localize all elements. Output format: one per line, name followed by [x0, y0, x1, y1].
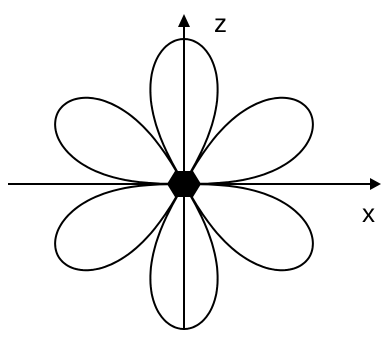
- center-hexagon: [167, 171, 201, 197]
- arrow-right-icon: [370, 178, 381, 190]
- x-axis-label: x: [362, 198, 375, 228]
- lobe-4: [54, 183, 185, 272]
- lobe-1: [183, 96, 314, 185]
- lobes-group: [54, 38, 314, 330]
- lobe-6: [183, 183, 314, 272]
- z-axis-label: z: [214, 8, 227, 38]
- arrow-up-icon: [178, 14, 190, 27]
- lobe-2: [149, 38, 219, 185]
- lobe-5: [149, 183, 219, 330]
- lobe-3: [54, 96, 185, 185]
